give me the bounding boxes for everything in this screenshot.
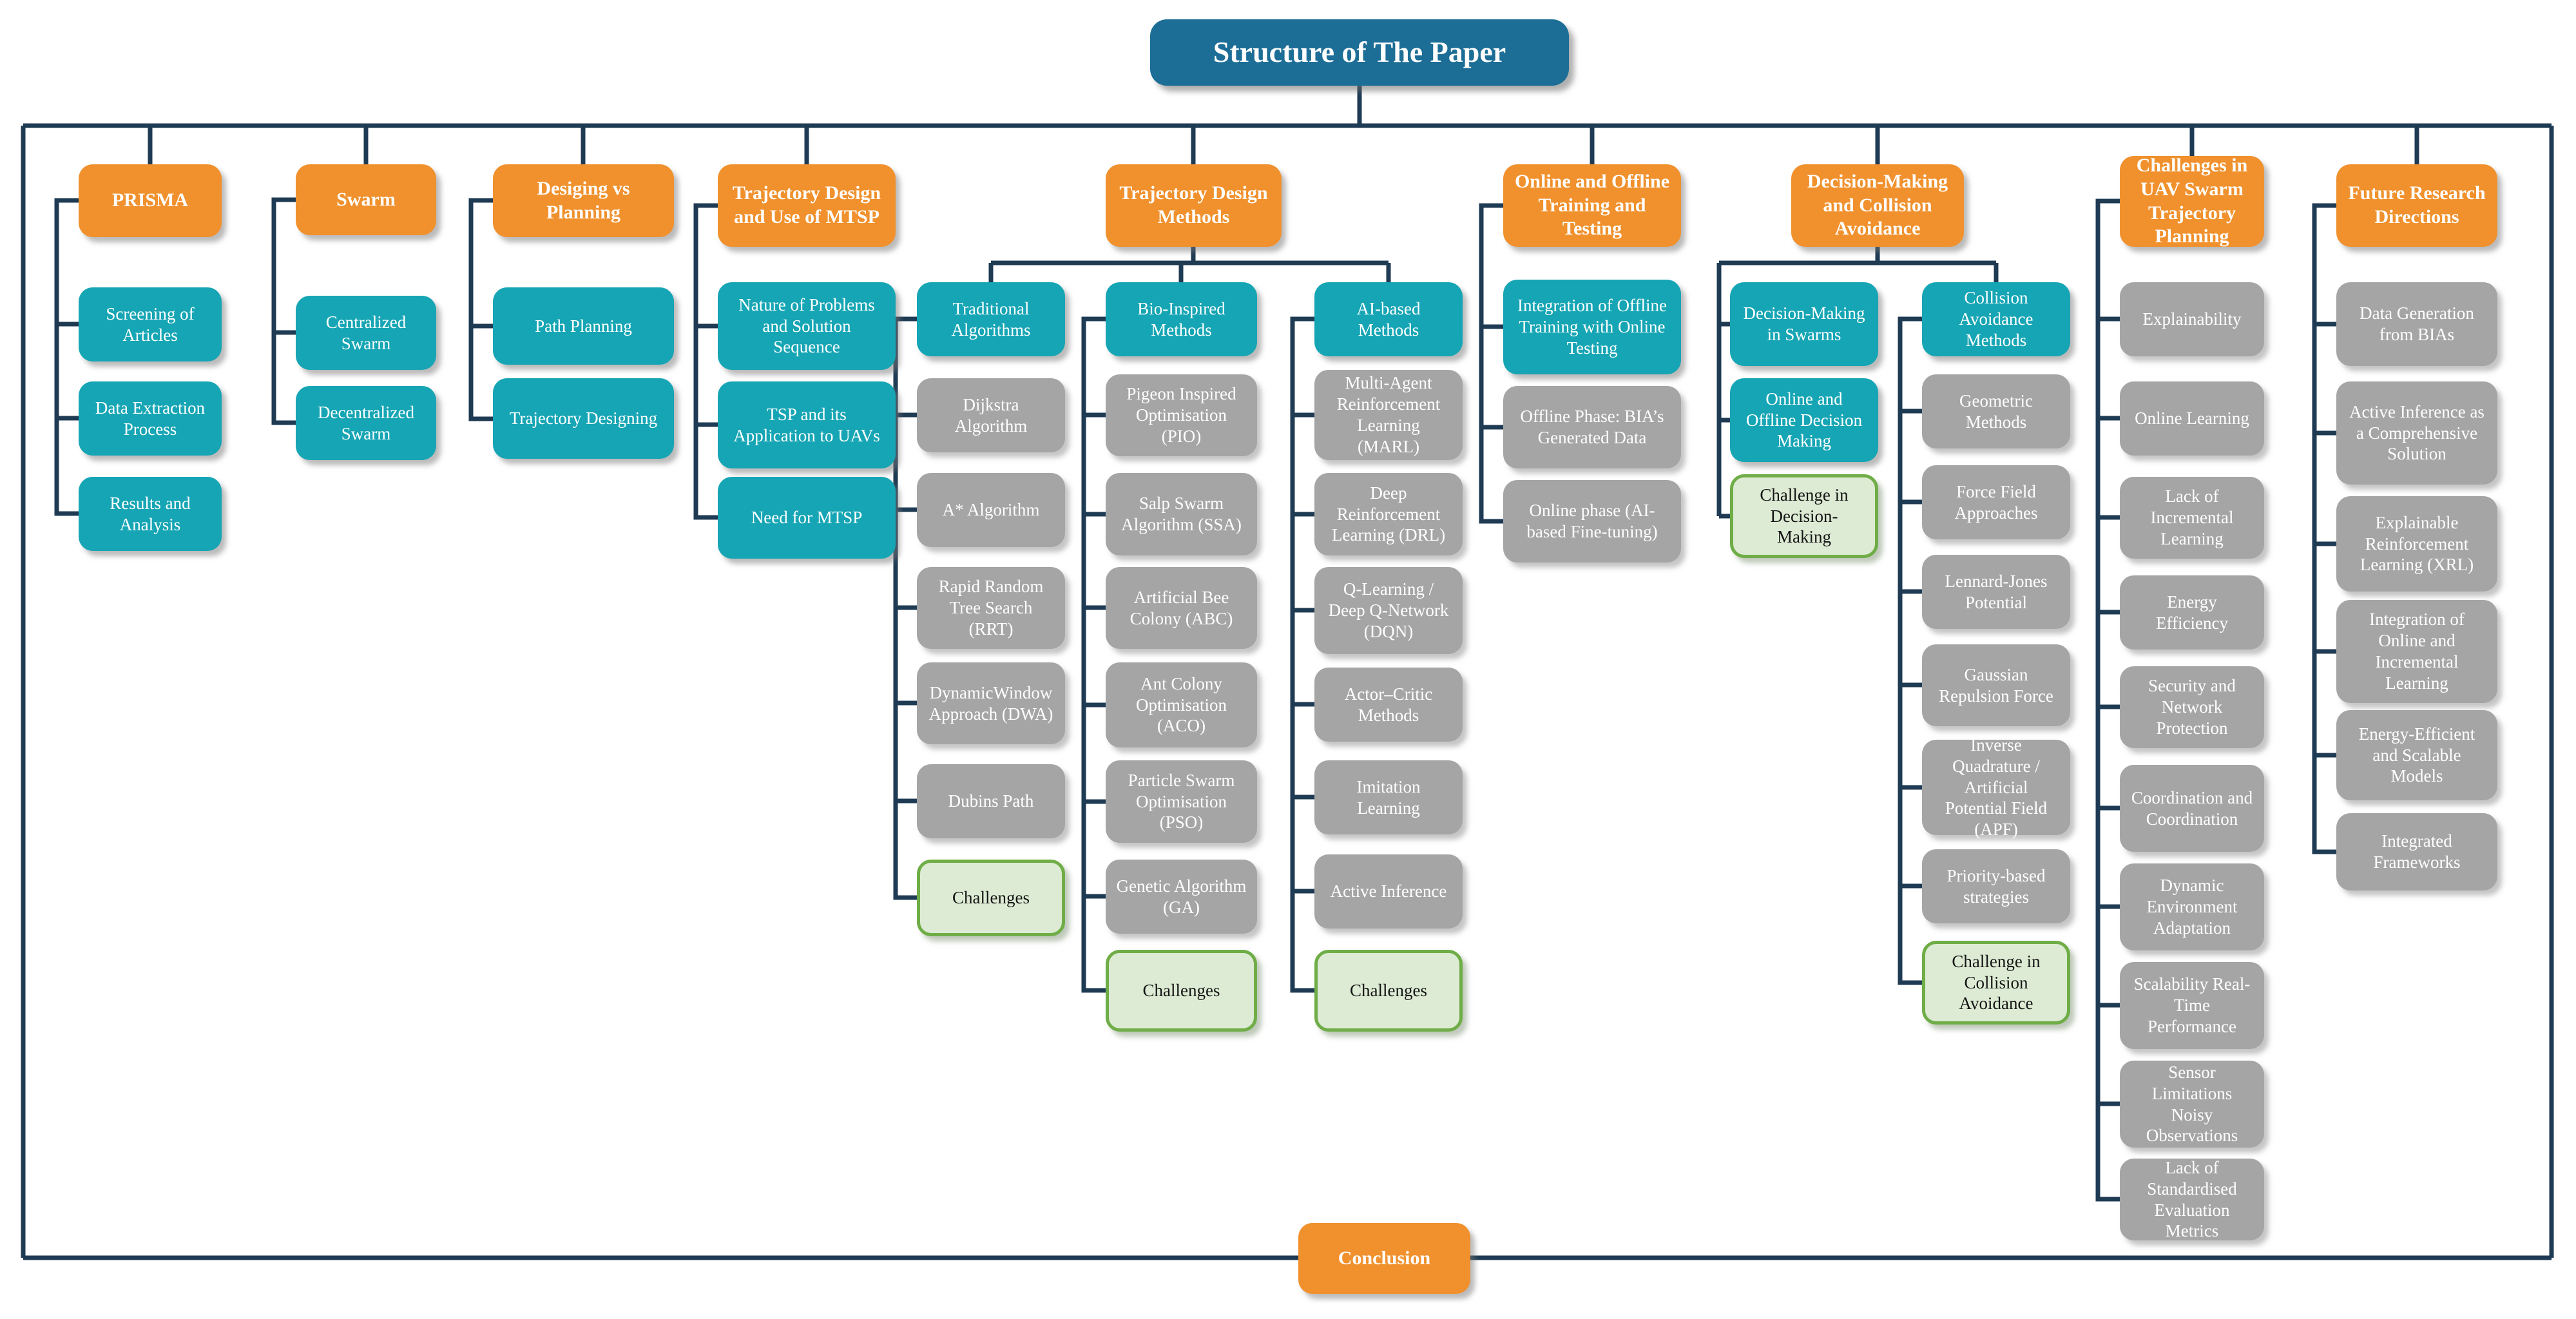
node-dubins-path: Dubins Path — [917, 764, 1065, 838]
node-salp-swarm-algorithm-ssa: Salp Swarm Algorithm (SSA) — [1106, 473, 1257, 555]
connector — [988, 247, 1391, 284]
node-priority-based-strategies: Priority-based strategies — [1922, 849, 2070, 923]
node-ant-colony-optimisation-aco: Ant Colony Optimisation (ACO) — [1106, 662, 1257, 747]
node-gaussian-repulsion-force: Gaussian Repulsion Force — [1922, 644, 2070, 726]
node-force-field-approaches: Force Field Approaches — [1922, 465, 2070, 539]
connector — [2095, 198, 2120, 1202]
node-dynamic-environment-adaptation: Dynamic Environment Adaptation — [2120, 863, 2264, 950]
node-bio-inspired-challenges: Challenges — [1106, 950, 1257, 1032]
connector — [1716, 247, 1999, 516]
node-screening-of-articles: Screening of Articles — [79, 287, 222, 361]
node-dijkstra-algorithm: Dijkstra Algorithm — [917, 378, 1065, 452]
node-particle-swarm-optimisation-pso: Particle Swarm Optimisation (PSO) — [1106, 760, 1257, 843]
subbranch-collision-avoidance-methods: Collision Avoidance Methods — [1922, 282, 2070, 356]
node-coordination-and-coordination: Coordination and Coordination — [2120, 765, 2264, 852]
connector — [148, 126, 2419, 166]
connector — [1898, 316, 1922, 985]
node-active-inference-as-a-comprehensive-solution: Active Inference as a Comprehensive Solu… — [2336, 381, 2497, 485]
node-integration-of-offline-training-with-online-testing: Integration of Offline Training with Onl… — [1503, 280, 1681, 374]
node-actor-critic-methods: Actor–Critic Methods — [1314, 668, 1463, 742]
branch-swarm: Swarm — [296, 164, 436, 235]
node-online-and-offline-decision-making: Online and Offline Decision Making — [1730, 378, 1878, 462]
node-lack-of-standardised-evaluation-metrics: Lack of Standardised Evaluation Metrics — [2120, 1158, 2264, 1240]
node-tsp-and-its-application-to-uavs: TSP and its Application to UAVs — [718, 381, 896, 468]
node-inverse-quadrature-artificial-potential-field-apf: Inverse Quadrature / Artificial Potentia… — [1922, 735, 2070, 839]
node-active-inference: Active Inference — [1314, 854, 1463, 929]
node-energy-efficiency: Energy Efficiency — [2120, 575, 2264, 650]
branch-decision-making-and-collision-avoidance: Decision-Making and Collision Avoidance — [1791, 164, 1964, 247]
branch-trajectory-design-methods: Trajectory Design Methods — [1106, 164, 1282, 247]
branch-future-research-directions: Future Research Directions — [2336, 164, 2497, 247]
node-path-planning: Path Planning — [493, 287, 674, 365]
connector — [54, 198, 79, 516]
subbranch-traditional-algorithms: Traditional Algorithms — [917, 282, 1065, 356]
node-dynamic-window-approach-dwa: DynamicWindow Approach (DWA) — [917, 662, 1065, 744]
node-artificial-bee-colony-abc: Artificial Bee Colony (ABC) — [1106, 567, 1257, 649]
node-decision-making-in-swarms: Decision-Making in Swarms — [1730, 282, 1878, 366]
node-ai-based-challenges: Challenges — [1314, 950, 1463, 1032]
connector — [271, 197, 296, 425]
node-security-and-network-protection: Security and Network Protection — [2120, 666, 2264, 748]
subbranch-ai-based-methods: AI-based Methods — [1314, 282, 1463, 356]
node-genetic-algorithm-ga: Genetic Algorithm (GA) — [1106, 860, 1257, 934]
node-offline-phase-bias-generated-data: Offline Phase: BIA’s Generated Data — [1503, 386, 1681, 468]
node-energy-efficient-and-scalable-models: Energy-Efficient and Scalable Models — [2336, 710, 2497, 800]
branch-desiging-vs-planning: Desiging vs Planning — [493, 164, 674, 237]
connector — [468, 198, 493, 421]
node-lack-of-incremental-learning: Lack of Incremental Learning — [2120, 477, 2264, 559]
node-explainability: Explainability — [2120, 282, 2264, 356]
connector — [2312, 203, 2336, 854]
node-trajectory-designing: Trajectory Designing — [493, 378, 674, 459]
node-data-extraction-process: Data Extraction Process — [79, 381, 222, 456]
node-scalability-real-time-performance: Scalability Real-Time Performance — [2120, 962, 2264, 1049]
node-pigeon-inspired-optimisation-pio: Pigeon Inspired Optimisation (PIO) — [1106, 374, 1257, 456]
connector — [1081, 316, 1106, 993]
node-imitation-learning: Imitation Learning — [1314, 760, 1463, 834]
node-centralized-swarm: Centralized Swarm — [296, 296, 436, 370]
diagram-title: Structure of The Paper — [1150, 19, 1569, 86]
node-results-and-analysis: Results and Analysis — [79, 477, 222, 551]
node-multi-agent-reinforcement-learning-marl: Multi-Agent Reinforcement Learning (MARL… — [1314, 370, 1463, 460]
connector — [893, 316, 917, 900]
connector — [1719, 322, 1730, 519]
node-decentralized-swarm: Decentralized Swarm — [296, 386, 436, 460]
node-conclusion: Conclusion — [1298, 1223, 1470, 1294]
connector — [693, 203, 718, 520]
connector — [1290, 316, 1314, 993]
node-need-for-mtsp: Need for MTSP — [718, 477, 896, 559]
node-traditional-challenges: Challenges — [917, 860, 1065, 936]
node-online-phase-ai-based-fine-tuning: Online phase (AI-based Fine-tuning) — [1503, 480, 1681, 563]
node-challenge-in-collision-avoidance: Challenge in Collision Avoidance — [1922, 941, 2070, 1025]
node-sensor-limitations-noisy-observations: Sensor Limitations Noisy Observations — [2120, 1061, 2264, 1148]
node-rapid-random-tree-search-rrt: Rapid Random Tree Search (RRT) — [917, 567, 1065, 649]
node-integration-of-online-and-incremental-learning: Integration of Online and Incremental Le… — [2336, 600, 2497, 703]
node-challenge-in-decision-making: Challenge in Decision-Making — [1730, 474, 1878, 558]
connector — [1479, 203, 1503, 524]
node-explainable-reinforcement-learning-xrl: Explainable Reinforcement Learning (XRL) — [2336, 496, 2497, 592]
node-online-learning: Online Learning — [2120, 381, 2264, 456]
node-nature-of-problems-and-solution-sequence: Nature of Problems and Solution Sequence — [718, 282, 896, 370]
connector — [21, 86, 2554, 1260]
node-data-generation-from-bias: Data Generation from BIAs — [2336, 282, 2497, 366]
node-deep-reinforcement-learning-drl: Deep Reinforcement Learning (DRL) — [1314, 473, 1463, 555]
subbranch-bio-inspired-methods: Bio-Inspired Methods — [1106, 282, 1257, 356]
branch-challenges-in-uav-swarm-trajectory-planning: Challenges in UAV Swarm Trajectory Plann… — [2120, 155, 2264, 247]
node-geometric-methods: Geometric Methods — [1922, 374, 2070, 448]
branch-online-and-offline-training-and-testing: Online and Offline Training and Testing — [1503, 164, 1681, 247]
branch-trajectory-design-and-use-of-mtsp: Trajectory Design and Use of MTSP — [718, 164, 896, 247]
node-q-learning-deep-q-network-dqn: Q-Learning / Deep Q-Network (DQN) — [1314, 567, 1463, 654]
branch-prisma: PRISMA — [79, 164, 222, 237]
node-a-star-algorithm: A* Algorithm — [917, 473, 1065, 547]
node-integrated-frameworks: Integrated Frameworks — [2336, 813, 2497, 891]
node-lennard-jones-potential: Lennard-Jones Potential — [1922, 555, 2070, 629]
